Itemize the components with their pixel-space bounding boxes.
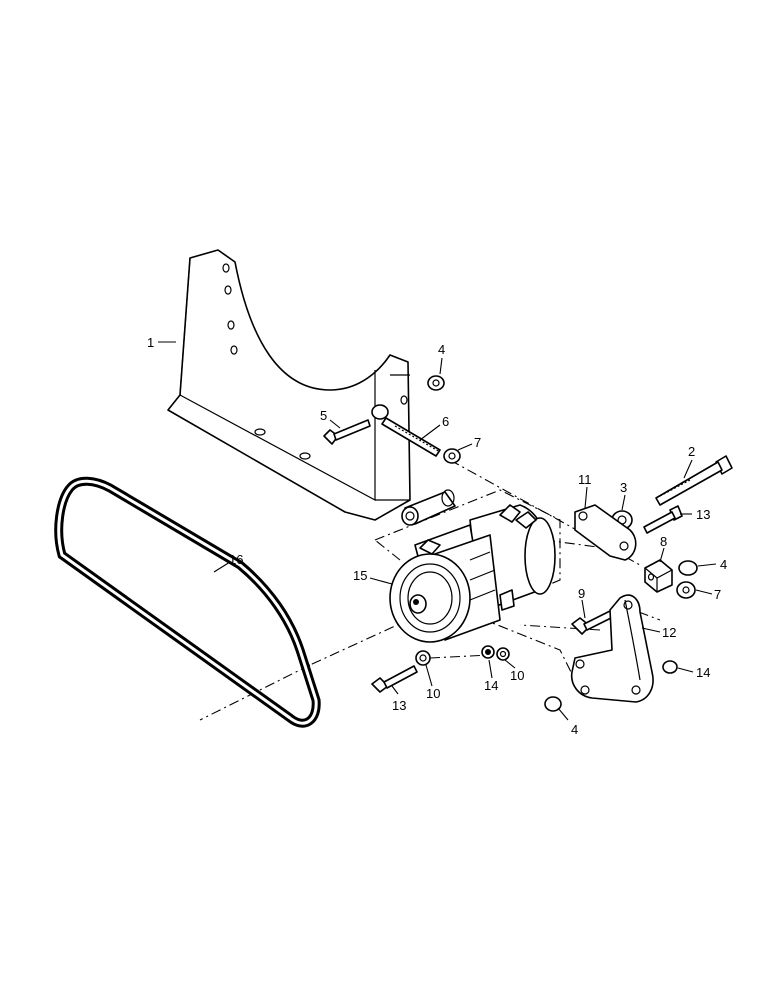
washer-10-left: [415, 650, 431, 666]
callout-15: 15: [353, 568, 367, 583]
callout-2: 2: [688, 444, 695, 459]
callout-12: 12: [662, 625, 676, 640]
callout-13-top: 13: [696, 507, 710, 522]
callout-7-top: 7: [474, 435, 481, 450]
support-bracket-12: [570, 594, 654, 703]
callout-labels: 1 4 5 6 7 2 3 13 11 8 4 7 9 12 15 16 14 …: [147, 335, 727, 737]
callout-16: 16: [229, 552, 243, 567]
callout-7-right: 7: [714, 587, 721, 602]
callout-13-bottom: 13: [392, 698, 406, 713]
nut-14-right: [662, 660, 678, 674]
callout-14-mid: 14: [484, 678, 498, 693]
nut-7-top: [443, 448, 461, 464]
nut-4-bottom: [544, 696, 562, 712]
nut-4-top: [427, 375, 445, 391]
long-bolt-2: [655, 455, 733, 506]
callout-8: 8: [660, 534, 667, 549]
bolt-9: [571, 609, 616, 635]
callout-5: 5: [320, 408, 327, 423]
mounting-bracket: [167, 249, 411, 521]
strap-11: [574, 504, 637, 561]
nut-14-mid: [481, 645, 495, 659]
nut-4-right: [678, 560, 698, 576]
leader-lines: [158, 341, 717, 721]
callout-9: 9: [578, 586, 585, 601]
callout-11: 11: [578, 472, 592, 487]
block-8: [644, 559, 673, 593]
bolt-13-top: [643, 505, 683, 534]
compressor: [389, 504, 556, 643]
callout-1: 1: [147, 335, 154, 350]
callout-4-right: 4: [720, 557, 727, 572]
bolt-13-bottom: [371, 665, 418, 693]
washer-10-mid: [496, 647, 510, 661]
bracket-spacer: [401, 489, 456, 526]
callout-3: 3: [620, 480, 627, 495]
nut-7-right: [676, 581, 696, 599]
bolt-5: [323, 419, 371, 445]
callout-14-right: 14: [696, 665, 710, 680]
drive-belt: [54, 476, 321, 728]
callout-10-left: 10: [426, 686, 440, 701]
callout-10-mid: 10: [510, 668, 524, 683]
callout-6: 6: [442, 414, 449, 429]
callout-4-top: 4: [438, 342, 445, 357]
callout-4-bottom: 4: [571, 722, 578, 737]
adjusting-rod: [371, 404, 441, 457]
